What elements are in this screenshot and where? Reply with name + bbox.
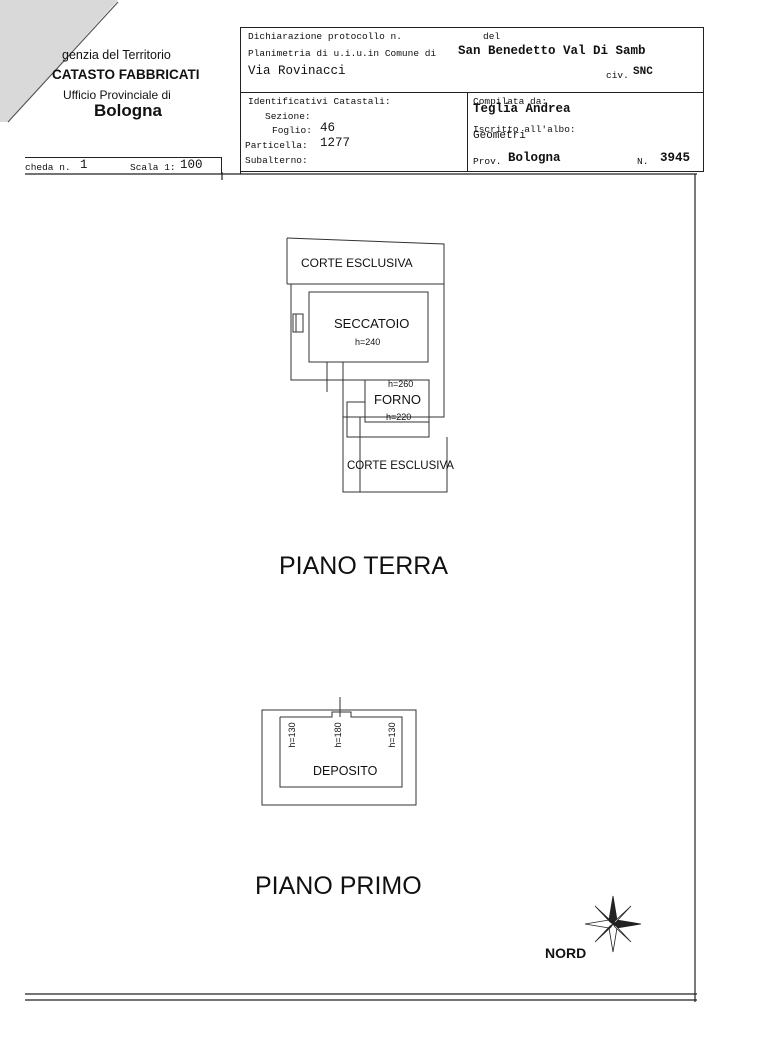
compiler-name: Teglia Andrea [473, 102, 571, 116]
scheda-row-right-line [221, 157, 223, 174]
comune-value: San Benedetto Val Di Samb [458, 44, 646, 58]
foglio-label: Foglio: [272, 125, 312, 136]
iscritto-label: Iscritto all'albo: [473, 124, 576, 135]
north-label: NORD [545, 945, 587, 961]
corte-esclusiva-top-label: CORTE ESCLUSIVA [301, 256, 413, 270]
catasto-title: CATASTO FABBRICATI [52, 67, 200, 82]
dichiarazione-label: Dichiarazione protocollo n. [248, 31, 402, 42]
agency-name: genzia del Territorio [62, 48, 171, 62]
left-frame-top-segment [240, 92, 242, 174]
seccatoio-height: h=240 [355, 337, 381, 347]
drawing-frame [25, 172, 697, 1002]
subalterno-label: Subalterno: [245, 155, 308, 166]
piano-primo-title: PIANO PRIMO [255, 872, 422, 900]
first-floor-plan [261, 697, 417, 806]
planimetria-label: Planimetria di u.i.u.in Comune di [248, 48, 437, 59]
n-label: N. [637, 156, 649, 167]
forno-height-bottom: h=220 [386, 412, 412, 422]
ground-floor-plan [286, 237, 448, 493]
seccatoio-label: SECCATOIO [334, 316, 410, 331]
particella-label: Particella: [245, 140, 308, 151]
catastali-divider [467, 92, 469, 172]
scheda-label: cheda n. [25, 162, 71, 173]
foglio-value: 46 [320, 121, 336, 135]
prov-value: Bologna [508, 151, 561, 165]
scheda-value: 1 [80, 158, 88, 172]
corte-esclusiva-bottom-label: CORTE ESCLUSIVA [347, 460, 454, 472]
office-label: Ufficio Provinciale di [63, 88, 171, 102]
albo-value: Geometri [473, 130, 526, 142]
sezione-label: Sezione: [265, 111, 311, 122]
civ-label: civ. [606, 70, 629, 81]
deposito-height-center: h=180 [333, 722, 343, 748]
catastali-title: Identificativi Catastali: [248, 96, 391, 107]
deposito-height-right: h=130 [387, 722, 397, 748]
via-value: Via Rovinacci [248, 64, 346, 78]
scala-label: Scala 1: [130, 162, 176, 173]
north-compass-icon [584, 895, 642, 953]
del-label: del [483, 31, 501, 42]
particella-value: 1277 [320, 136, 351, 150]
forno-height-top: h=260 [388, 379, 414, 389]
civ-value: SNC [633, 66, 653, 78]
office-city: Bologna [94, 101, 162, 120]
deposito-label: DEPOSITO [313, 764, 378, 778]
forno-label: FORNO [374, 392, 421, 407]
prov-label: Prov. [473, 156, 502, 167]
n-value: 3945 [660, 151, 691, 165]
piano-terra-title: PIANO TERRA [279, 552, 449, 580]
deposito-height-left: h=130 [287, 722, 297, 748]
scala-value: 100 [180, 158, 203, 172]
page-corner-fold [0, 0, 119, 123]
compilata-label: Compilata da: [473, 96, 548, 107]
scheda-row-top-line [25, 157, 222, 159]
